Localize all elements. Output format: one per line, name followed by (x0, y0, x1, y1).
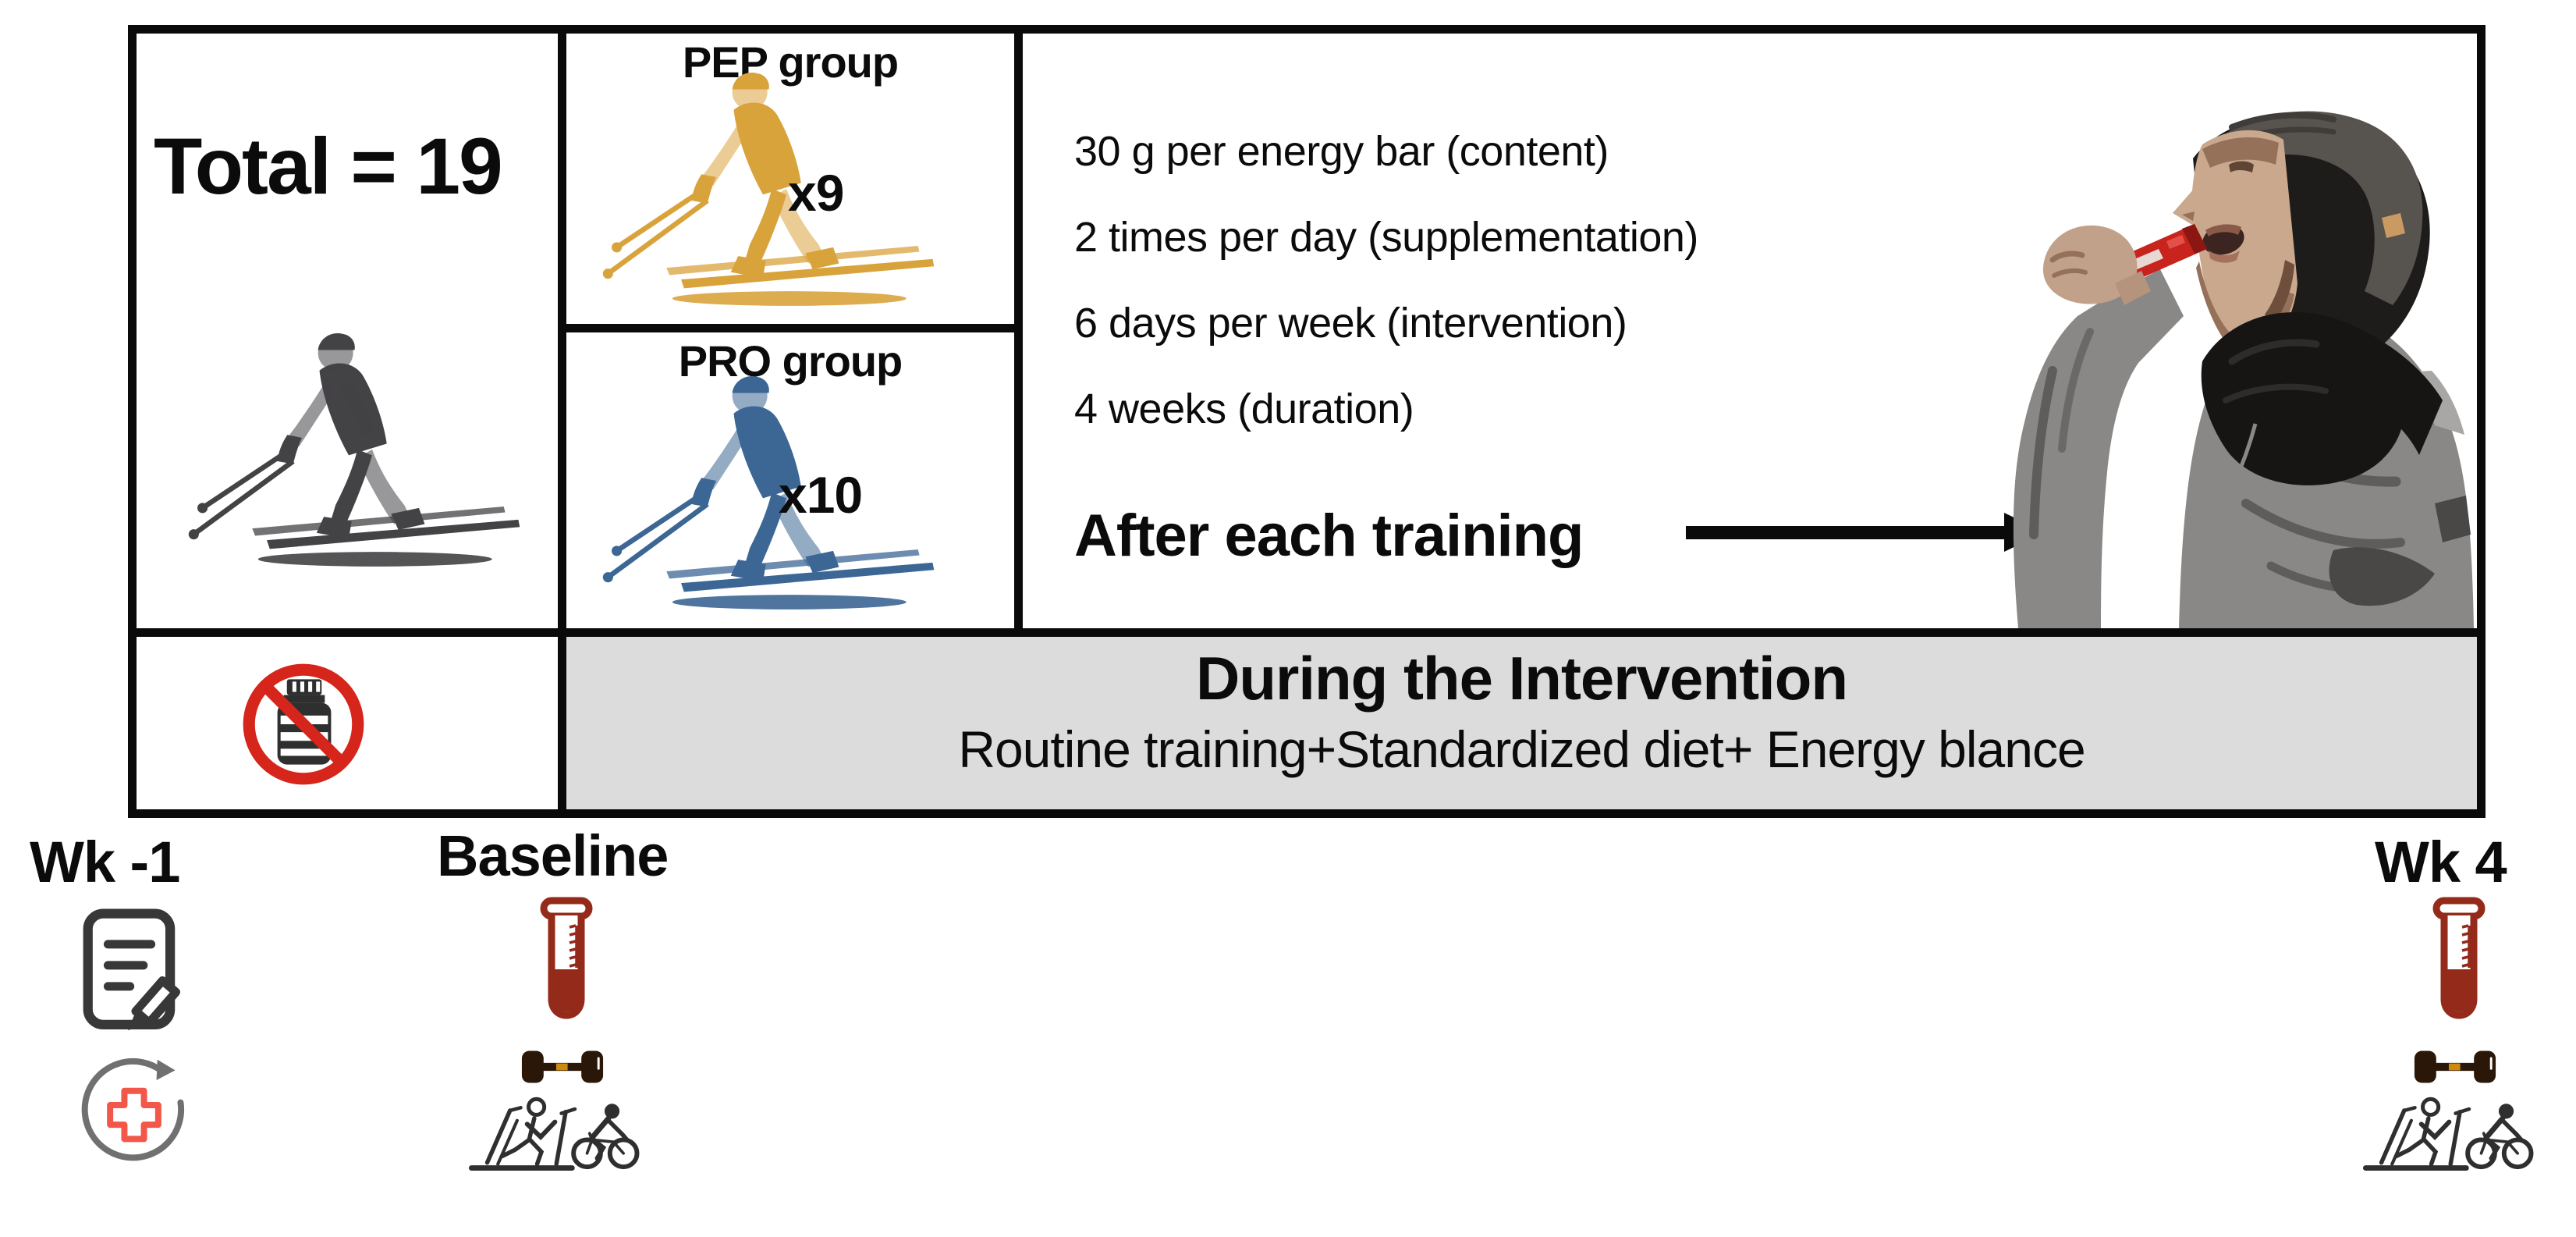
detail-days: 6 days per week (intervention) (1074, 300, 1627, 347)
pep-group-label: PEP group (682, 37, 899, 87)
enrollment-cell: Total = 19 (137, 34, 558, 628)
athlete-eating-energy-bar (2013, 111, 2474, 628)
treadmill-cycling-test-icon (2361, 1089, 2535, 1172)
questionnaire-edit-icon (83, 908, 181, 1031)
cross-country-skier-icon (185, 321, 536, 577)
banner-subtitle: Routine training+Standardized diet+ Ener… (958, 720, 2085, 778)
supplementation-panel: 30 g per energy bar (content) 2 times pe… (1023, 34, 2477, 628)
pep-skier-icon (599, 60, 950, 316)
timeline-label-wk4: Wk 4 (2375, 830, 2507, 894)
pro-group-cell: PRO group x10 (566, 332, 1014, 628)
during-intervention-banner: During the Intervention Routine training… (566, 637, 2477, 809)
timeline-label-baseline: Baseline (437, 823, 669, 888)
banner-title: During the Intervention (1196, 644, 1848, 713)
no-supplements-icon (243, 663, 364, 785)
intervention-design-box: Total = 19 PEP group x9 PRO group x10 30… (128, 25, 2486, 818)
timeline-label-wk-minus1: Wk -1 (30, 830, 180, 894)
dumbbell-strength-icon (520, 1047, 605, 1086)
pro-group-label: PRO group (678, 336, 903, 386)
blood-test-tube-icon (2431, 894, 2487, 1043)
divider-vertical-right (1014, 34, 1023, 628)
detail-content: 30 g per energy bar (content) (1074, 128, 1609, 175)
right-arrow-icon (1686, 513, 2045, 552)
treadmill-cycling-test-icon (467, 1089, 641, 1172)
detail-frequency: 2 times per day (supplementation) (1074, 214, 1698, 261)
pro-count-label: x10 (779, 466, 863, 524)
total-participants-label: Total = 19 (154, 122, 503, 211)
pep-group-cell: PEP group x9 (566, 34, 1014, 324)
no-supplements-cell (137, 637, 558, 809)
dumbbell-strength-icon (2412, 1047, 2498, 1086)
health-screening-icon (81, 1057, 185, 1161)
divider-pep-pro (566, 324, 1014, 332)
divider-bottom-row (137, 628, 2477, 637)
detail-duration: 4 weeks (duration) (1074, 386, 1414, 432)
pep-count-label: x9 (788, 164, 844, 222)
pro-skier-icon (599, 364, 950, 620)
after-training-label: After each training (1074, 503, 1584, 569)
blood-test-tube-icon (538, 894, 594, 1043)
supplement-details: 30 g per energy bar (content) 2 times pe… (1074, 108, 1698, 452)
divider-vertical-left (558, 34, 566, 809)
